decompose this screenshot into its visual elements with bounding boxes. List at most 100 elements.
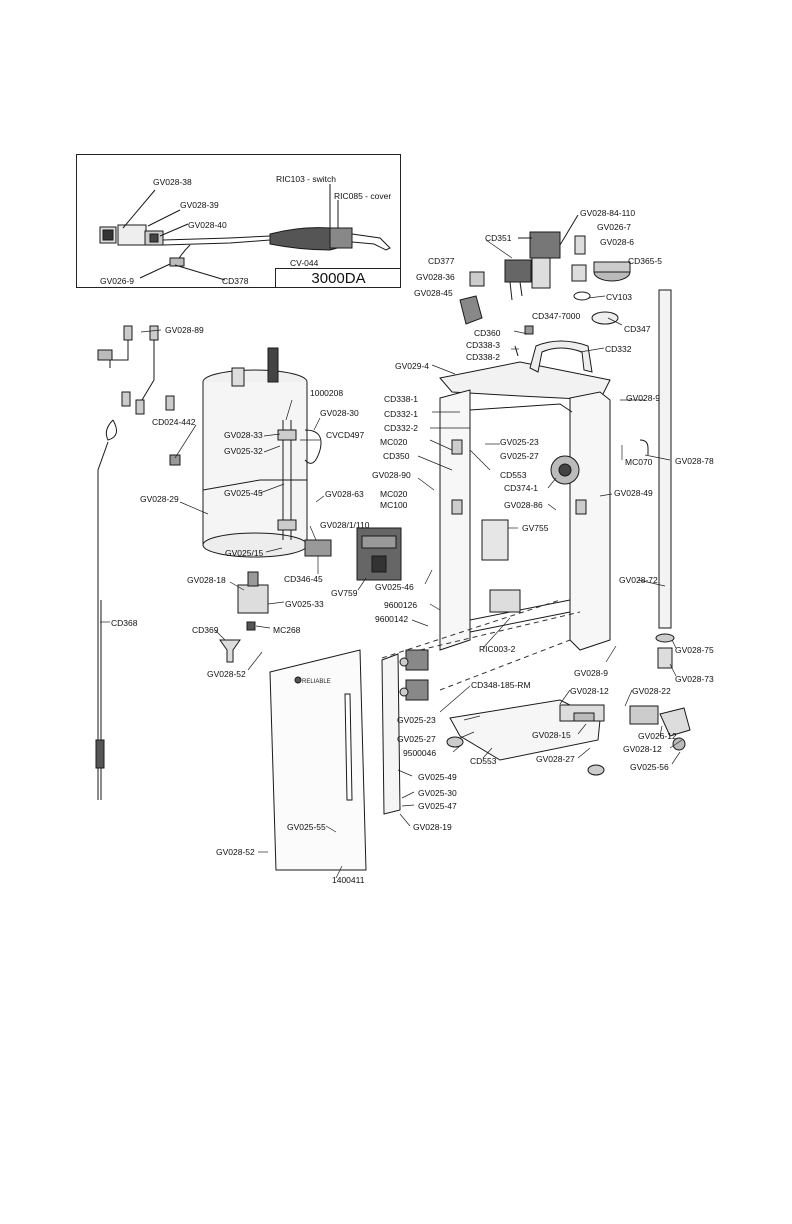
label-gv025-46: GV025-46: [375, 582, 414, 592]
label-cd365-5: CD365-5: [628, 256, 663, 266]
label-gv025-47: GV025-47: [418, 801, 457, 811]
label-mc020b: MC020: [380, 489, 408, 499]
label-gv025-33: GV025-33: [285, 599, 324, 609]
label-gv028-36: GV028-36: [416, 272, 455, 282]
label-gv028-72: GV028-72: [619, 575, 658, 585]
label-gv028-49: GV028-49: [614, 488, 653, 498]
label-mc268: MC268: [273, 625, 301, 635]
label-gv026-9: GV026-9: [100, 276, 135, 286]
label-gv028-1-110: GV028/1/110: [320, 520, 370, 530]
boiler-tank-drawing: [202, 347, 332, 558]
label-cd348-185-rm: CD348-185-RM: [471, 680, 531, 690]
label-ric103: RIC103 - switch: [276, 174, 336, 184]
label-gv028-84-110: GV028-84-110: [580, 208, 636, 218]
label-gv028-52a: GV028-52: [207, 669, 246, 679]
label-gv025-30: GV025-30: [418, 788, 457, 798]
probe-rod-drawing: [95, 419, 118, 800]
label-gv028-19: GV028-19: [413, 822, 452, 832]
label-ric003-2: RIC003-2: [479, 644, 516, 654]
side-strip-drawing: [381, 653, 401, 815]
switch-drawing: [399, 649, 429, 701]
label-cd360: CD360: [474, 328, 501, 338]
label-gv028-30: GV028-30: [320, 408, 359, 418]
label-gv028-90: GV028-90: [372, 470, 411, 480]
label-mc100: MC100: [380, 500, 408, 510]
label-gv025-27a: GV025-27: [500, 451, 539, 461]
label-cvcd497: CVCD497: [326, 430, 365, 440]
label-cd347: CD347: [624, 324, 651, 334]
label-mc070: MC070: [625, 457, 653, 467]
label-9500046: 9500046: [403, 748, 437, 758]
label-ric085: RIC085 - cover: [334, 191, 392, 201]
leader-lines: [100, 239, 683, 879]
label-gv029-4: GV029-4: [395, 361, 430, 371]
base-plate-drawing: [446, 699, 691, 776]
label-gv025-56: GV025-56: [630, 762, 669, 772]
label-gv028-15: GV028-15: [532, 730, 571, 740]
label-gv755: GV755: [522, 523, 549, 533]
label-gv026-12: GV026-12: [638, 731, 677, 741]
label-gv028-75: GV028-75: [675, 645, 714, 655]
label-gv028-78: GV028-78: [675, 456, 714, 466]
label-gv028-9a: GV028-9: [626, 393, 661, 403]
label-1000208: 1000208: [310, 388, 344, 398]
label-cd378: CD378: [222, 276, 249, 286]
panel-logo: RELIABLE: [302, 679, 331, 685]
assembly-lines-drawing: [381, 599, 581, 691]
label-gv028-9b: GV028-9: [574, 668, 609, 678]
label-gv028-63: GV028-63: [325, 489, 364, 499]
label-cv044: CV-044: [290, 258, 319, 268]
label-cd346-45: CD346-45: [284, 574, 323, 584]
label-gv025-45: GV025-45: [224, 488, 263, 498]
front-panel-drawing: [269, 649, 367, 871]
label-cd347-7000: CD347-7000: [532, 311, 581, 321]
label-gv028-27: GV028-27: [536, 754, 575, 764]
label-gv028-22: GV028-22: [632, 686, 671, 696]
label-cd377: CD377: [428, 256, 455, 266]
label-gv028-73: GV028-73: [675, 674, 714, 684]
label-gv028-86: GV028-86: [504, 500, 543, 510]
label-cd332-2: CD332-2: [384, 423, 419, 433]
label-cd351: CD351: [485, 233, 512, 243]
model-number: 3000DA: [275, 268, 401, 288]
label-gv028-12b: GV028-12: [623, 744, 662, 754]
label-gv025-49: GV025-49: [418, 772, 457, 782]
label-gv028-52b: GV028-52: [216, 847, 255, 857]
label-gv026-7: GV026-7: [597, 222, 632, 232]
solenoid-valve-drawing: [459, 214, 631, 357]
label-gv025-32: GV025-32: [224, 446, 263, 456]
contactor-drawing: [356, 527, 402, 581]
label-9600142: 9600142: [375, 614, 409, 624]
pressure-switch-drawing: [219, 571, 269, 663]
label-gv759: GV759: [331, 588, 358, 598]
frame-drawing: [439, 389, 611, 651]
top-plate-drawing: [439, 340, 611, 401]
label-gv028-38: GV028-38: [153, 177, 192, 187]
label-gv028-39: GV028-39: [180, 200, 219, 210]
label-cd024-442: CD024-442: [152, 417, 196, 427]
label-cd350: CD350: [383, 451, 410, 461]
label-gv028-45: GV028-45: [414, 288, 453, 298]
label-cd369: CD369: [192, 625, 219, 635]
label-gv028-18: GV028-18: [187, 575, 226, 585]
label-gv025-23a: GV025-23: [500, 437, 539, 447]
label-cd553b: CD553: [470, 756, 497, 766]
sight-glass-drawing: [639, 289, 675, 669]
label-cd338-1: CD338-1: [384, 394, 419, 404]
harness-drawing: [97, 325, 181, 466]
steam-wand-drawing: [99, 184, 391, 281]
label-cd553a: CD553: [500, 470, 527, 480]
label-cd332-1: CD332-1: [384, 409, 419, 419]
label-9600126: 9600126: [384, 600, 418, 610]
label-cd368: CD368: [111, 618, 138, 628]
label-cv103: CV103: [606, 292, 632, 302]
label-gv025-27b: GV025-27: [397, 734, 436, 744]
label-cd338-2: CD338-2: [466, 352, 501, 362]
label-cd374-1: CD374-1: [504, 483, 539, 493]
steam-wand-inset: [76, 154, 401, 288]
label-1400411: 1400411: [332, 875, 365, 885]
label-cd332: CD332: [605, 344, 632, 354]
label-gv025-15: GV025/15: [225, 548, 264, 558]
